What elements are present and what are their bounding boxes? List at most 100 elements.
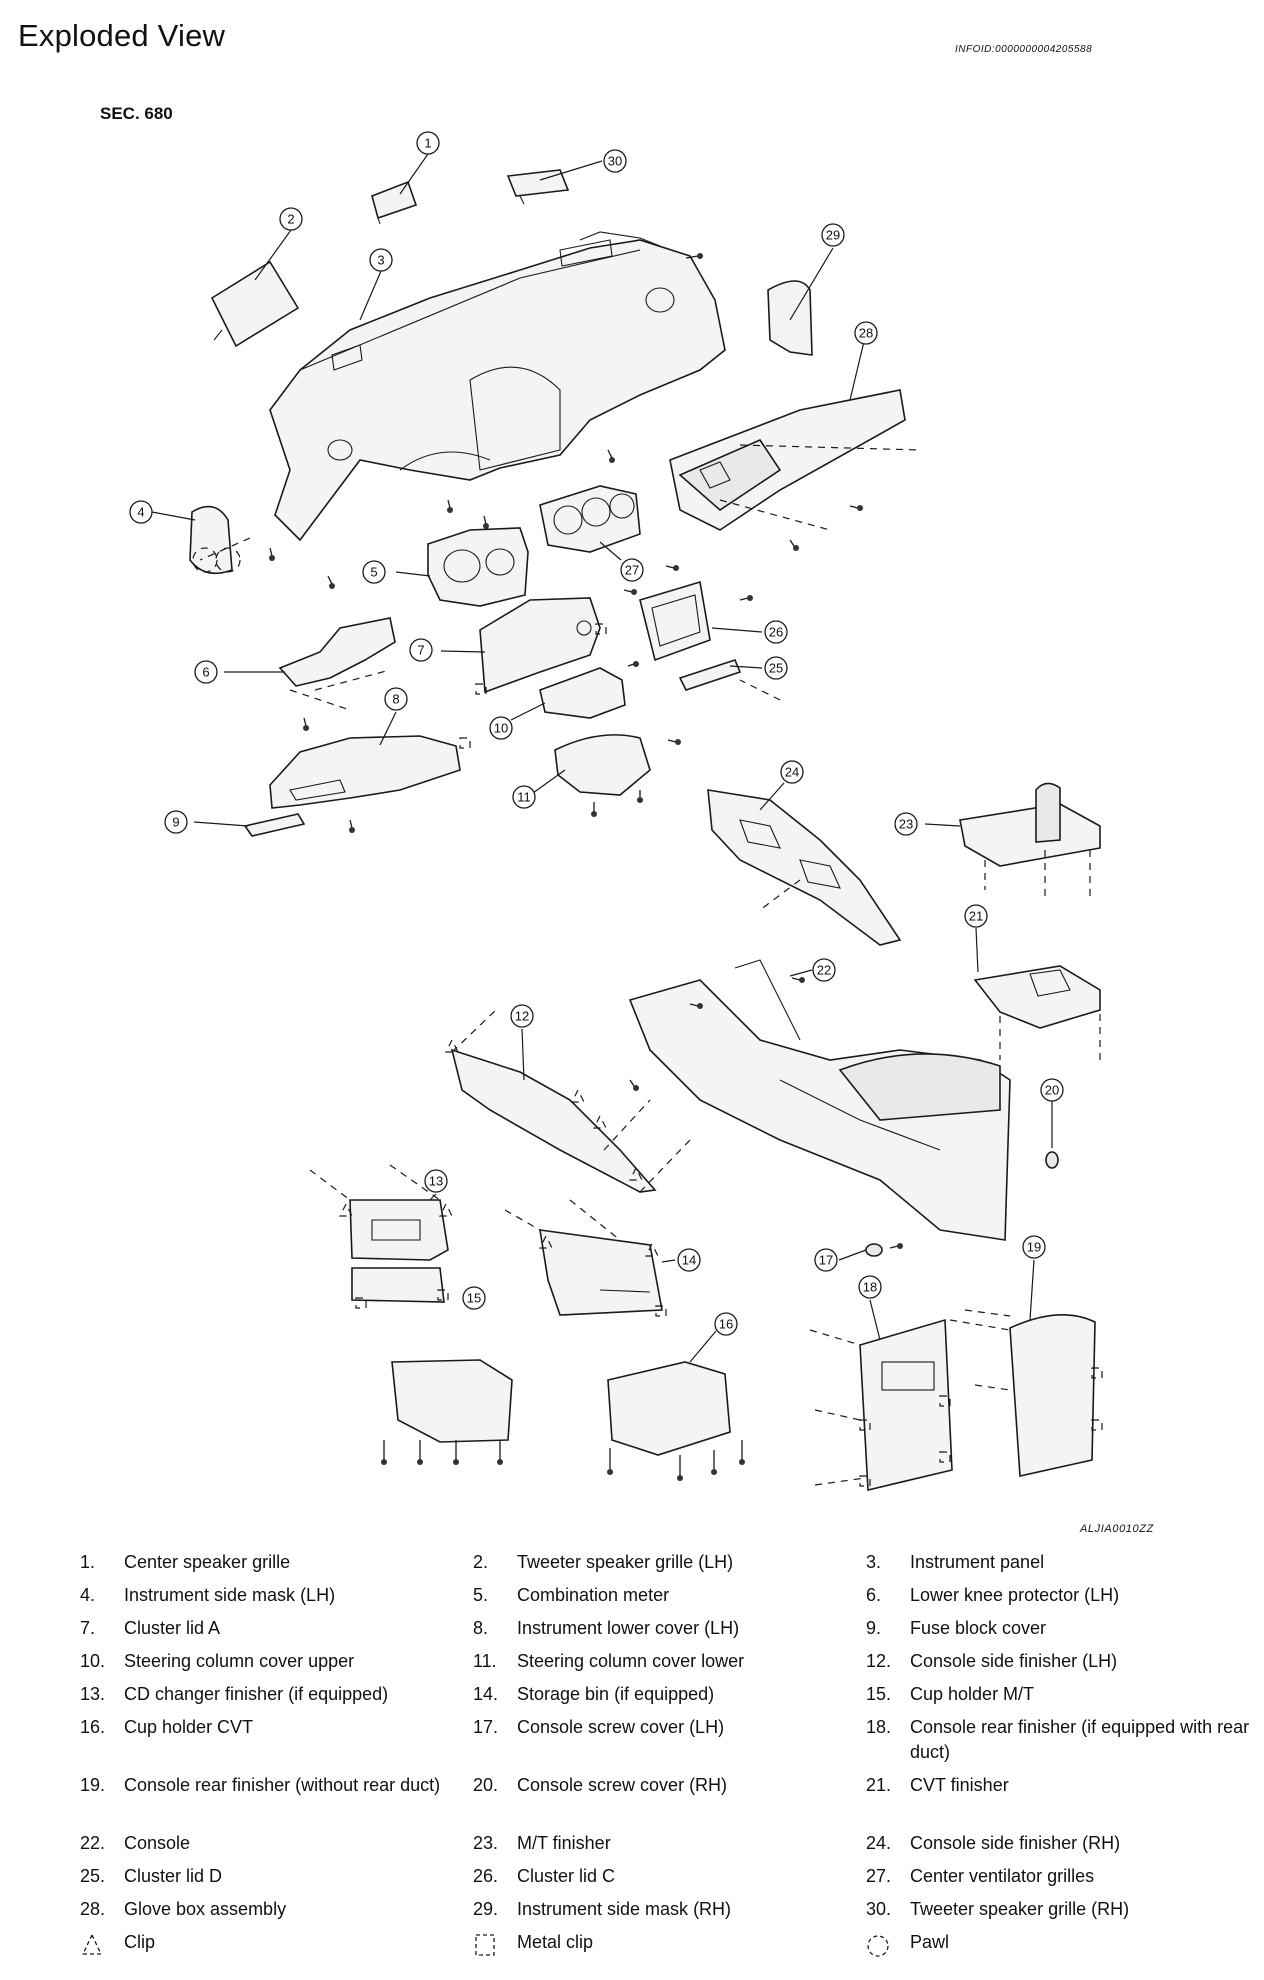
figure-code: ALJIA0010ZZ	[1080, 1523, 1154, 1535]
metal-clip-square-icon	[475, 683, 487, 695]
legend-number: 16.	[80, 1717, 106, 1737]
callout-number: 9	[172, 815, 179, 830]
clip-triangle-icon	[439, 1202, 453, 1217]
legend-number: 6.	[866, 1585, 882, 1605]
legend-number: 26.	[473, 1866, 499, 1886]
legend-label: Glove box assembly	[124, 1899, 287, 1919]
screw-icon	[791, 977, 805, 983]
legend-row: 13.CD changer finisher (if equipped) 14.…	[80, 1682, 1240, 1715]
legend-label: Instrument panel	[910, 1552, 1045, 1572]
callout-number: 7	[417, 643, 424, 658]
callout-number: 13	[429, 1174, 443, 1189]
diagram-fastener-symbols	[339, 623, 1103, 1487]
screw-icon	[689, 1003, 703, 1009]
legend-symbol-label: Pawl	[910, 1932, 950, 1952]
part-center-speaker-grille	[371, 180, 418, 225]
screw-icon	[739, 1440, 745, 1465]
clip-triangle-icon	[445, 1038, 459, 1053]
part-instrument-side-mask-lh	[189, 505, 241, 575]
screw-icon	[711, 1450, 717, 1475]
legend-label: Steering column cover upper	[124, 1651, 355, 1671]
part-storage-bin	[539, 1229, 663, 1316]
callout-number: 10	[494, 721, 508, 736]
callout-number: 21	[969, 909, 983, 924]
clip-triangle-icon	[81, 1933, 103, 1955]
legend-label: CD changer finisher (if equipped)	[124, 1684, 389, 1704]
part-console-screw-cover-rh	[1045, 1151, 1059, 1169]
callout-number: 2	[287, 212, 294, 227]
callout-number: 27	[625, 563, 639, 578]
part-instrument-panel	[269, 231, 726, 542]
screw-icon	[685, 253, 703, 259]
legend-number: 10.	[80, 1651, 106, 1671]
part-console	[628, 959, 1011, 1241]
callout-number: 14	[682, 1253, 696, 1268]
legend-symbol-label: Metal clip	[517, 1932, 594, 1952]
metal-clip-square-icon	[475, 1934, 495, 1956]
callout: 27	[620, 558, 644, 582]
legend-number: 3.	[866, 1552, 882, 1572]
legend-label: CVT finisher	[910, 1775, 1009, 1795]
callout-number: 8	[392, 692, 399, 707]
legend-number: 2.	[473, 1552, 489, 1572]
legend-label: M/T finisher	[517, 1833, 611, 1853]
pawl-circle-icon	[867, 1935, 889, 1957]
legend-number: 18.	[866, 1717, 892, 1737]
metal-clip-square-icon	[459, 737, 471, 749]
screw-icon	[627, 661, 639, 667]
legend-number: 5.	[473, 1585, 489, 1605]
legend-label: Center speaker grille	[124, 1552, 291, 1572]
legend-row: 10.Steering column cover upper 11.Steeri…	[80, 1649, 1240, 1682]
screw-icon	[665, 565, 679, 571]
part-fuse-block-cover	[243, 813, 306, 837]
callout: 19	[1022, 1235, 1046, 1259]
callout-number: 15	[467, 1291, 481, 1306]
callout: 10	[489, 716, 513, 740]
metal-clip-square-icon	[939, 1451, 951, 1463]
part-cvt-finisher	[973, 965, 1101, 1029]
legend-number: 7.	[80, 1618, 96, 1638]
clip-triangle-icon	[645, 1242, 659, 1257]
legend-row: 16. Cup holder CVT 17. Console screw cover…	[80, 1715, 1249, 1773]
legend-label: Storage bin (if equipped)	[517, 1684, 715, 1704]
clip-triangle-icon	[593, 1114, 607, 1129]
parts-legend: 1.Center speaker grille 2.Tweeter speake…	[80, 1550, 1249, 1963]
part-console-side-finisher-lh	[450, 1048, 657, 1193]
part-console-side-finisher-rh	[707, 789, 902, 946]
callout-number: 24	[785, 765, 799, 780]
callout-number: 12	[515, 1009, 529, 1024]
legend-label: Console side finisher (RH)	[910, 1833, 1121, 1853]
metal-clip-square-icon	[595, 623, 607, 635]
callout-number: 1	[424, 136, 431, 151]
legend-label: Cup holder M/T	[910, 1684, 1035, 1704]
part-steering-column-cover-lower	[554, 734, 651, 796]
part-steering-column-cover-upper	[539, 667, 626, 719]
callout-number: 17	[819, 1253, 833, 1268]
legend-label: Console rear finisher (if equipped with …	[910, 1717, 1250, 1762]
part-cup-holder-cvt	[391, 1359, 731, 1456]
callout: 15	[462, 1286, 486, 1310]
part-instrument-side-mask-rh	[767, 280, 813, 356]
screw-icon	[739, 595, 753, 601]
legend-number: 23.	[473, 1833, 499, 1853]
legend-number: 22.	[80, 1833, 106, 1853]
screw-icon	[327, 575, 335, 589]
part-cluster-lid-d	[678, 659, 742, 691]
callout-number: 22	[817, 963, 831, 978]
callout: 12	[510, 1004, 534, 1028]
screw-icon	[303, 717, 309, 731]
callout-number: 25	[769, 661, 783, 676]
legend-label: Cup holder CVT	[124, 1717, 254, 1737]
screw-icon	[497, 1440, 503, 1465]
screw-icon	[417, 1440, 423, 1465]
legend-row: 4.Instrument side mask (LH) 5.Combinatio…	[80, 1583, 1240, 1616]
callout: 6	[194, 660, 218, 684]
section-label: SEC. 680	[100, 104, 173, 123]
callout: 17	[814, 1248, 838, 1272]
callout: 11	[512, 785, 536, 809]
legend-label: Console screw cover (LH)	[517, 1717, 725, 1737]
legend-number: 17.	[473, 1717, 499, 1737]
legend-label: Instrument side mask (RH)	[517, 1899, 732, 1919]
callout-number: 29	[826, 228, 840, 243]
callout: 22	[812, 958, 836, 982]
